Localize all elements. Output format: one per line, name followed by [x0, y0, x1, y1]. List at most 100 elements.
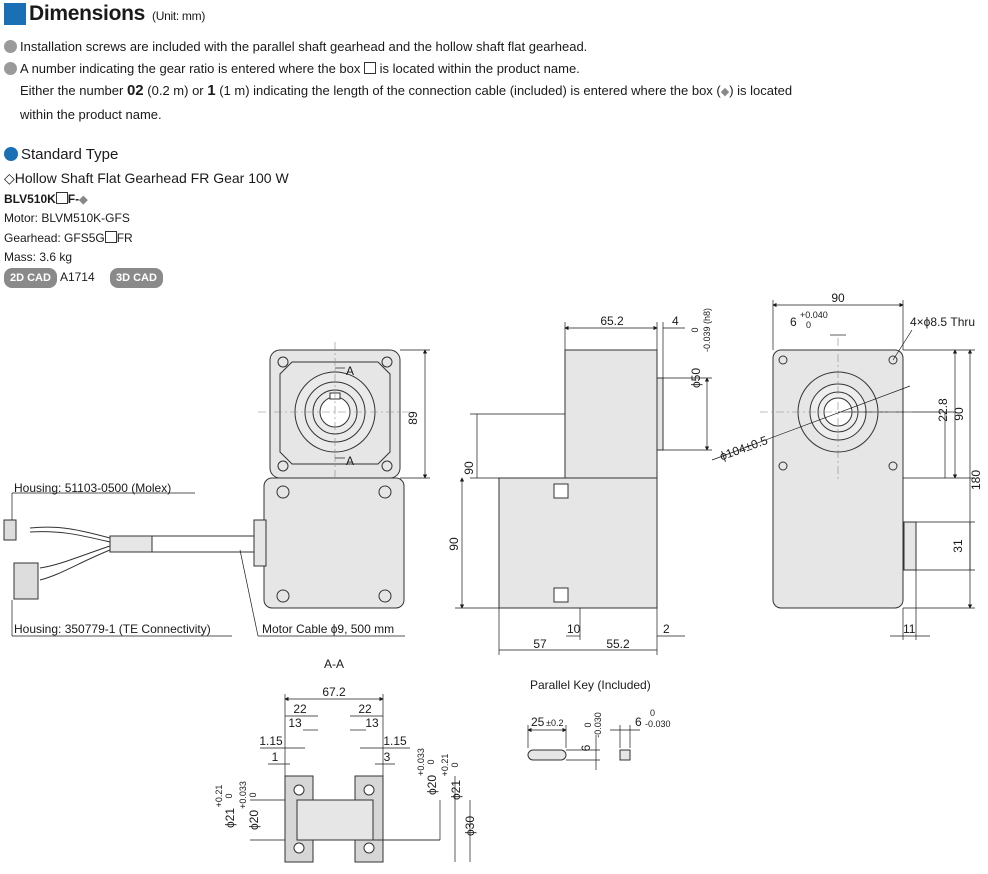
dim-21-a-tol: +0.21 [214, 785, 224, 808]
dim-31: 31 [951, 539, 965, 553]
section-subtitle: ◇Hollow Shaft Flat Gearhead FR Gear 100 … [4, 170, 289, 186]
section-aa [284, 775, 440, 863]
key-6-tol: -0.030 [593, 712, 603, 738]
dim-90-right: 90 [952, 407, 966, 421]
gray-bullet-icon [4, 62, 17, 75]
box-placeholder-icon [364, 62, 376, 74]
shaft-spigot [656, 377, 664, 451]
mass: Mass: 3.6 kg [4, 250, 73, 264]
cad-3d-button[interactable]: 3D CAD [110, 268, 163, 288]
label-housing-1: Housing: 51103-0500 (Molex) [14, 481, 171, 495]
dim-22-8: 22.8 [936, 398, 950, 422]
box-placeholder-icon [104, 231, 117, 243]
dim-4: 4 [672, 314, 679, 328]
dim-13-b: 13 [365, 716, 379, 730]
key-6-b-tol: -0.030 [645, 719, 671, 729]
section-title: Standard Type [4, 146, 118, 163]
gearhead-side [564, 349, 658, 479]
key-6-b: 6 [635, 715, 642, 729]
motor-screw [276, 589, 290, 603]
wire [29, 526, 111, 539]
diamond-icon: ◆ [720, 86, 730, 98]
key-6: 6 [579, 744, 593, 751]
dim-50: ϕ50 [689, 368, 703, 388]
key-25-tol: ±0.2 [546, 718, 563, 728]
wire [39, 545, 111, 569]
note-1: Installation screws are included with th… [4, 36, 587, 58]
dim-20-b: ϕ20 [425, 775, 439, 795]
page-title: Dimensions (Unit: mm) [4, 2, 205, 26]
connector-te [13, 562, 39, 600]
cable-gland [253, 519, 267, 567]
motor-model: Motor: BLVM510K-GFS [4, 211, 130, 225]
dim-20-a-tol: +0.033 [238, 781, 248, 809]
box-placeholder-icon [55, 192, 68, 204]
dim-4x-holes: 4×ϕ8.5 Thru [910, 315, 975, 329]
dim-30: ϕ30 [463, 816, 477, 836]
label-motor-cable: Motor Cable ϕ9, 500 mm [262, 622, 394, 636]
dim-90-a: 90 [462, 461, 476, 475]
dim-1-15-a: 1.15 [259, 734, 283, 748]
motor-side [498, 477, 658, 609]
dim-21-a: ϕ21 [223, 808, 237, 828]
dim-90-top: 90 [831, 291, 845, 305]
dim-21-b: ϕ21 [449, 780, 463, 800]
motor-screw [378, 485, 392, 499]
front-view [3, 349, 405, 609]
dim-11: 11 [903, 622, 916, 636]
parallel-key [527, 749, 631, 761]
motor-screw [276, 485, 290, 499]
dim-6: 6 [790, 315, 797, 329]
dim-2: 2 [663, 622, 670, 636]
dim-90-b: 90 [447, 537, 461, 551]
section-view-title: A-A [324, 657, 344, 671]
motor-screw [378, 589, 392, 603]
key-6-b-tol0: 0 [650, 708, 655, 718]
dim-10: 10 [567, 622, 581, 636]
dim-57: 57 [533, 637, 547, 651]
connector-molex [3, 519, 17, 541]
wire [39, 549, 111, 581]
dim-1: 1 [272, 750, 279, 764]
dim-180: 180 [969, 470, 983, 490]
dim-20-a-tol0: 0 [248, 792, 258, 797]
dim-21-b-tol0: 0 [450, 762, 460, 767]
key-6-tol0: 0 [583, 722, 593, 727]
note-4: within the product name. [20, 107, 162, 122]
label-housing-2: Housing: 350779-1 (TE Connectivity) [14, 622, 211, 636]
dim-20-a: ϕ20 [247, 810, 261, 830]
rear-gland [903, 521, 917, 571]
cad-2d-button[interactable]: 2D CAD [4, 268, 57, 288]
mount-hole [277, 356, 289, 368]
dim-6-tol: +0.040 [800, 310, 828, 320]
dim-3: 3 [384, 750, 391, 764]
side-view [498, 349, 664, 609]
dim-50-tol0: 0 [690, 327, 700, 332]
key-25: 25 [531, 715, 545, 729]
dim-22-b: 22 [358, 702, 372, 716]
cable-sheath [109, 535, 153, 553]
parallel-key-title: Parallel Key (Included) [530, 678, 651, 692]
dim-104: ϕ104±0.5 [718, 433, 770, 463]
wire [29, 531, 111, 543]
dim-22-a: 22 [293, 702, 307, 716]
note-3: Either the number 02 (0.2 m) or 1 (1 m) … [20, 82, 793, 99]
dim-20-b-tol0: 0 [426, 759, 436, 764]
gray-bullet-icon [4, 40, 17, 53]
section-mark-top: A [346, 364, 354, 378]
title-square-icon [4, 3, 26, 25]
blue-bullet-icon [4, 147, 18, 161]
dim-1-15-b: 1.15 [383, 734, 407, 748]
dim-13-a: 13 [288, 716, 302, 730]
dim-50-tol: -0.039 (h8) [702, 308, 712, 352]
dim-6-tol0: 0 [806, 320, 811, 330]
rear-view [772, 349, 917, 609]
diamond-outline-icon: ◇ [4, 170, 15, 186]
mount-hole [381, 460, 393, 472]
dim-21-b-tol: +0.21 [440, 754, 450, 777]
dim-89: 89 [406, 411, 420, 425]
